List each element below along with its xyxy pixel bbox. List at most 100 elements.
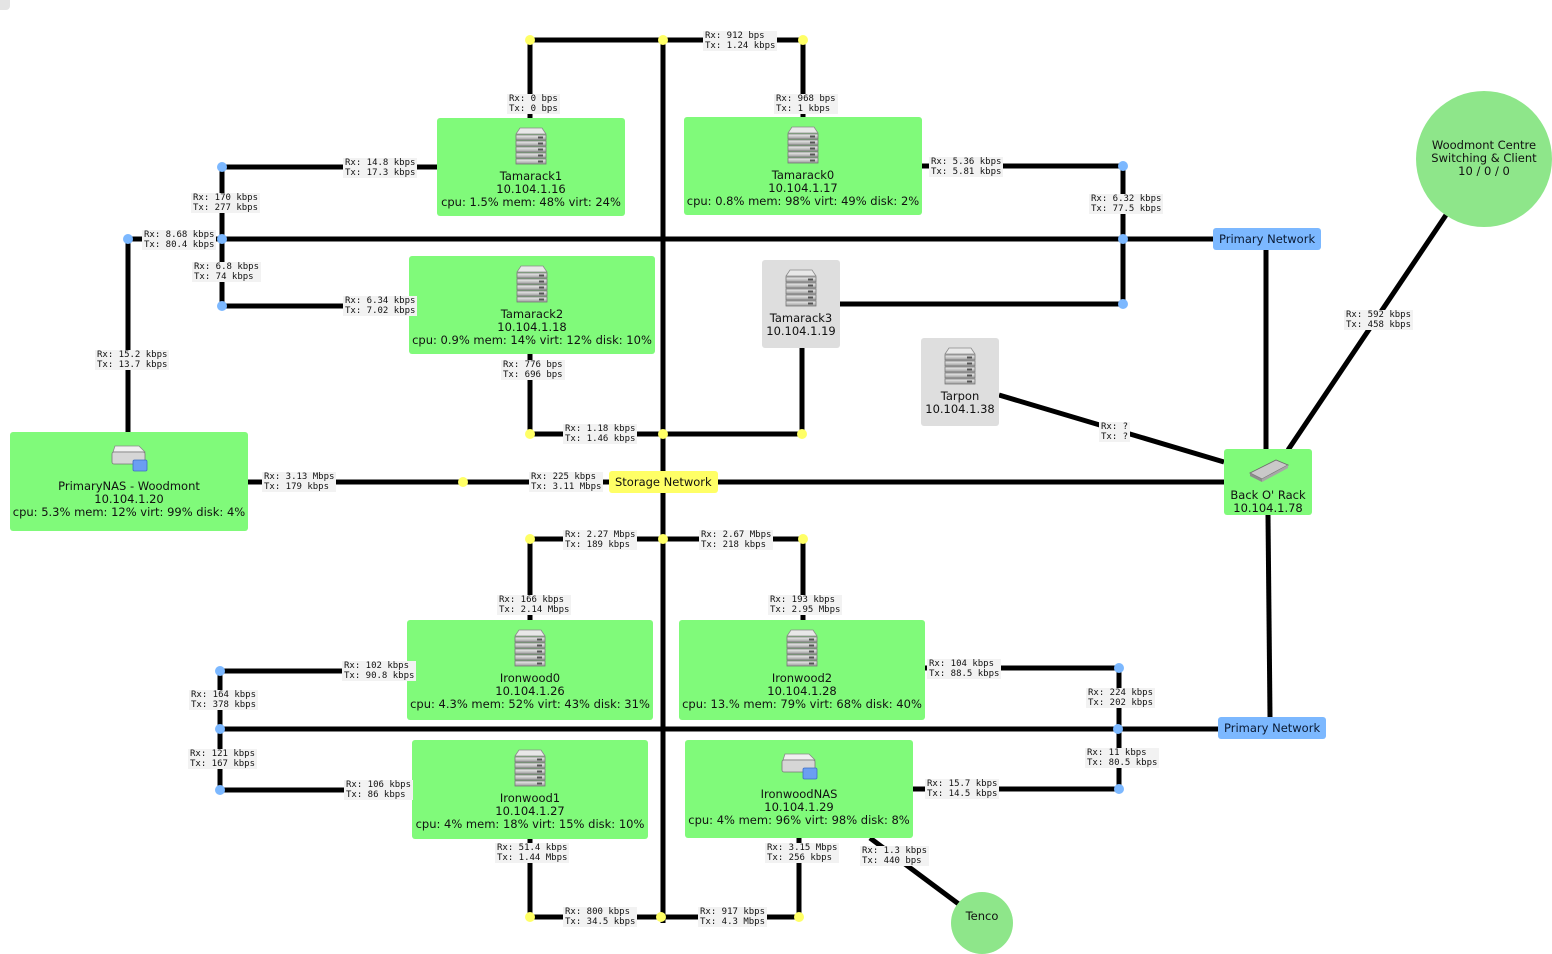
storage-junction[interactable] [798, 534, 808, 544]
server-icon [679, 628, 925, 669]
network-link[interactable] [1285, 213, 1449, 452]
storage-junction[interactable] [525, 912, 535, 922]
tx-rate: Tx: 88.5 kbps [929, 669, 1000, 679]
network-label-primary-bottom[interactable]: Primary Network [1218, 717, 1327, 739]
tx-rate: Tx: 179 kbps [264, 482, 330, 492]
primary-junction[interactable] [123, 234, 133, 244]
tx-rate: Tx: 1.46 kbps [565, 434, 636, 444]
storage-junction[interactable] [798, 35, 808, 45]
tx-rate: Tx: 189 kbps [565, 540, 631, 550]
host-stats: cpu: 0.9% mem: 14% virt: 12% disk: 10% [412, 333, 652, 347]
storage-junction[interactable] [658, 429, 668, 439]
server-icon [921, 346, 999, 387]
primary-junction[interactable] [217, 234, 227, 244]
tx-rate: Tx: 167 kbps [190, 759, 256, 769]
rx-rate: Rx: 225 kbps [531, 472, 597, 482]
storage-junction[interactable] [525, 534, 535, 544]
tx-rate: Tx: 13.7 kbps [97, 360, 168, 370]
group-bubble-tenco[interactable]: Tenco [951, 892, 1013, 954]
server-icon [762, 268, 840, 309]
primary-junction[interactable] [1114, 663, 1124, 673]
storage-junction[interactable] [458, 477, 468, 487]
primary-junction[interactable] [215, 724, 225, 734]
tx-rate: Tx: 80.5 kbps [1087, 758, 1158, 768]
primary-junction[interactable] [217, 162, 227, 172]
host-name: Tamarack2 [500, 307, 564, 321]
corner-handle[interactable] [0, 0, 10, 10]
storage-junction[interactable] [794, 912, 804, 922]
tx-rate: Tx: 1.24 kbps [705, 41, 776, 51]
tx-rate: Tx: 440 bps [862, 856, 922, 866]
tx-rate: Tx: 2.14 Mbps [499, 605, 570, 615]
rx-rate: Rx: 51.4 kbps [497, 843, 568, 853]
primary-junction[interactable] [1114, 784, 1124, 794]
network-link[interactable] [1265, 514, 1273, 718]
rx-rate: Rx: 3.13 Mbps [264, 472, 335, 482]
host-name: Tamarack0 [771, 168, 835, 182]
tx-rate: Tx: 7.02 kbps [345, 306, 416, 316]
tx-rate: Tx: 378 kbps [191, 700, 257, 710]
primary-junction[interactable] [215, 785, 225, 795]
rx-rate: Rx: 0 bps [509, 94, 558, 104]
storage-junction[interactable] [525, 429, 535, 439]
primary-junction[interactable] [1118, 234, 1128, 244]
host-ip: 10.104.1.29 [764, 800, 834, 814]
storage-junction[interactable] [797, 429, 807, 439]
storage-junction[interactable] [525, 35, 535, 45]
tx-rate: Tx: 1 kbps [776, 104, 831, 114]
server-icon [437, 126, 625, 167]
rx-rate: Rx: 6.34 kbps [345, 296, 416, 306]
rx-rate: Rx: 1.18 kbps [565, 424, 636, 434]
network-label-storage[interactable]: Storage Network [609, 471, 718, 493]
tx-rate: Tx: 256 kbps [767, 853, 833, 863]
host-stats: cpu: 4% mem: 18% virt: 15% disk: 10% [415, 817, 645, 831]
primary-junction[interactable] [1118, 299, 1128, 309]
primary-junction[interactable] [1113, 724, 1123, 734]
tx-rate: Tx: 80.4 kbps [144, 240, 215, 250]
server-icon [412, 748, 648, 789]
nas-icon [10, 440, 248, 477]
storage-junction[interactable] [658, 534, 668, 544]
host-ip: 10.104.1.27 [495, 804, 565, 818]
network-label-primary-top[interactable]: Primary Network [1213, 228, 1322, 250]
rx-rate: Rx: 5.36 kbps [931, 157, 1002, 167]
primary-junction[interactable] [217, 301, 227, 311]
rx-rate: Rx: 106 kbps [346, 780, 412, 790]
primary-junction[interactable] [1118, 161, 1128, 171]
storage-junction[interactable] [658, 35, 668, 45]
rx-rate: Rx: 6.8 kbps [194, 262, 260, 272]
tx-rate: Tx: 17.3 kbps [345, 168, 416, 178]
storage-junction[interactable] [656, 912, 666, 922]
primary-junction[interactable] [215, 666, 225, 676]
tx-rate: Tx: 77.5 kbps [1091, 204, 1162, 214]
host-name: PrimaryNAS - Woodmont [58, 479, 200, 493]
